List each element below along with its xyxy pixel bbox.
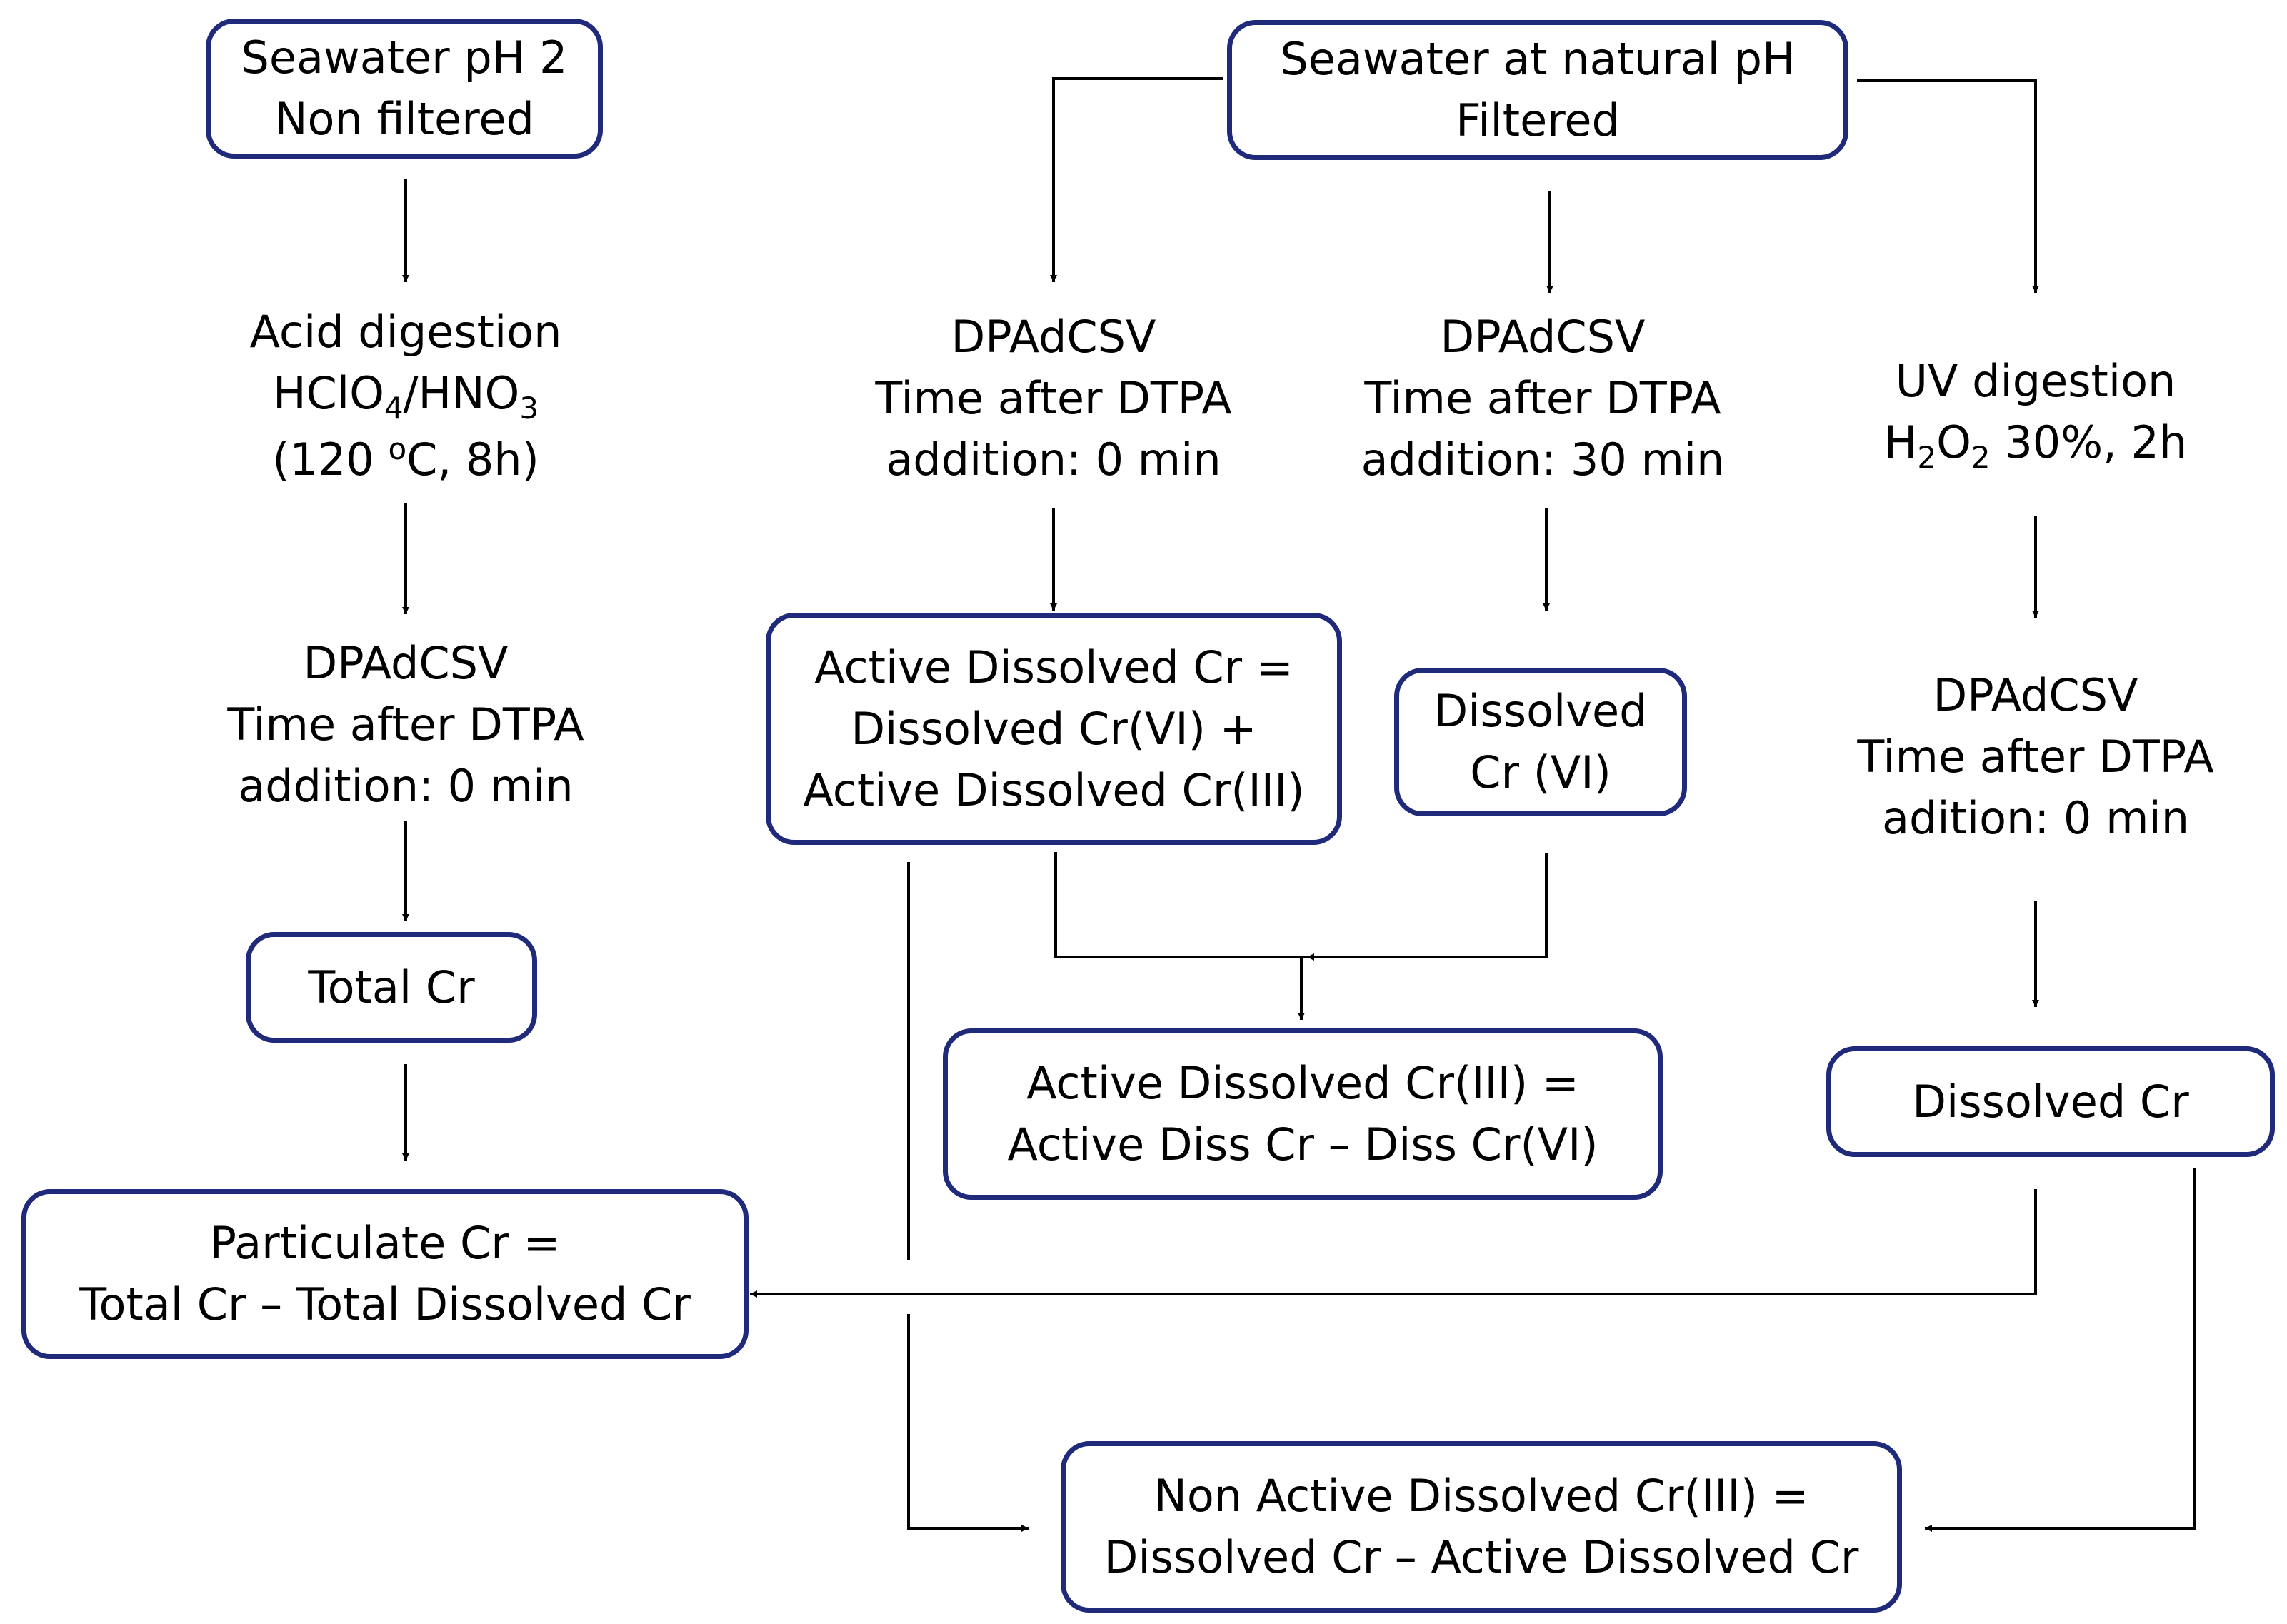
dpadcsv-0min-text: DPAdCSV Time after DTPA addition: 0 min <box>804 306 1303 491</box>
dpadcsv-30min-line-3: addition: 30 min <box>1361 433 1725 486</box>
dpadcsv-right-text: DPAdCSV Time after DTPA adition: 0 min <box>1786 664 2286 850</box>
dpadcsv-30min-text: DPAdCSV Time after DTPA addition: 30 min <box>1293 306 1793 491</box>
particulate-cr-line-2: Total Cr – Total Dissolved Cr <box>79 1278 691 1330</box>
acid-digestion-line-3: (120 oC, 8h) <box>272 429 539 496</box>
seawater-ph2-line-2: Non filtered <box>274 93 534 145</box>
dissolved-cr-vi-text: Dissolved Cr (VI) <box>1394 668 1687 816</box>
acid-digestion-line-2: HClO4/HNO3 <box>273 363 539 429</box>
dpadcsv-right-line-2: Time after DTPA <box>1857 731 2214 783</box>
particulate-cr-line-1: Particulate Cr = <box>209 1217 561 1269</box>
seawater-ph2-text: Seawater pH 2 Non filtered <box>206 19 603 159</box>
uv-digestion-o: O <box>1936 416 1971 468</box>
acid-digestion-text: Acid digestion HClO4/HNO3 (120 oC, 8h) <box>191 306 620 491</box>
seawater-natural-box <box>1227 20 1848 160</box>
seawater-natural-line-1: Seawater at natural pH <box>1280 33 1796 85</box>
total-cr-box <box>246 932 537 1043</box>
uv-digestion-text: UV digestion H2O2 30%, 2h <box>1814 350 2257 478</box>
active-dissolved-cr-iii-text: Active Dissolved Cr(III) = Active Diss C… <box>943 1028 1663 1200</box>
dpadcsv-30min-line-2: Time after DTPA <box>1364 372 1721 424</box>
dpadcsv-right-line-3: adition: 0 min <box>1881 792 2189 844</box>
non-active-dissolved-cr-iii-box <box>1061 1441 1902 1613</box>
acid-digestion-time: C, 8h) <box>406 433 539 486</box>
uv-digestion-line-1: UV digestion <box>1895 354 2176 407</box>
seawater-natural-line-2: Filtered <box>1456 94 1620 146</box>
dpadcsv-left-line-3: addition: 0 min <box>238 760 574 812</box>
active-dissolved-cr-text: Active Dissolved Cr = Dissolved Cr(VI) +… <box>766 613 1342 845</box>
uv-digestion-h: H <box>1883 416 1918 468</box>
dpadcsv-left-line-2: Time after DTPA <box>227 698 584 751</box>
uv-digestion-line-2: H2O2 30%, 2h <box>1884 412 2188 478</box>
merge-active-dissolved-cr-line <box>1054 852 1548 958</box>
non-active-dissolved-cr-iii-text: Non Active Dissolved Cr(III) = Dissolved… <box>1061 1441 1902 1613</box>
arrow-dissolved-cr-to-particulate-cr <box>750 1189 2037 1298</box>
uv-digestion-sub-o: 2 <box>1971 439 1991 475</box>
dissolved-cr-vi-box <box>1394 668 1687 816</box>
seawater-ph2-box <box>206 19 603 159</box>
active-dissolved-cr-line-1: Active Dissolved Cr = <box>814 641 1293 693</box>
dpadcsv-left-line-1: DPAdCSV <box>303 637 509 689</box>
acid-digestion-degree: o <box>388 431 407 466</box>
non-active-dissolved-cr-iii-line-1: Non Active Dissolved Cr(III) = <box>1153 1470 1809 1522</box>
dissolved-cr-vi-line-2: Cr (VI) <box>1470 746 1611 798</box>
dpadcsv-0min-line-1: DPAdCSV <box>951 311 1156 363</box>
dissolved-cr-text: Dissolved Cr <box>1826 1046 2275 1157</box>
acid-digestion-sub-3: 3 <box>519 391 539 426</box>
active-dissolved-cr-line-2: Dissolved Cr(VI) + <box>851 702 1257 755</box>
seawater-natural-text: Seawater at natural pH Filtered <box>1227 20 1848 160</box>
active-dissolved-cr-iii-line-1: Active Dissolved Cr(III) = <box>1026 1057 1579 1109</box>
dpadcsv-0min-line-3: addition: 0 min <box>886 433 1221 486</box>
uv-digestion-conditions: 30%, 2h <box>1990 416 2188 468</box>
dissolved-cr-vi-line-1: Dissolved <box>1433 685 1648 737</box>
dpadcsv-left-text: DPAdCSV Time after DTPA addition: 0 min <box>156 632 656 818</box>
active-dissolved-cr-iii-box <box>943 1028 1663 1200</box>
arrow-seawater-natural-to-uv-digestion <box>1857 79 2039 293</box>
total-cr-text: Total Cr <box>246 932 537 1043</box>
non-active-dissolved-cr-iii-line-2: Dissolved Cr – Active Dissolved Cr <box>1104 1531 1859 1583</box>
dissolved-cr-box <box>1826 1046 2275 1157</box>
dpadcsv-30min-line-1: DPAdCSV <box>1440 311 1646 363</box>
acid-digestion-temp: (120 <box>272 433 389 486</box>
uv-digestion-sub-h: 2 <box>1917 439 1937 475</box>
dpadcsv-0min-line-2: Time after DTPA <box>875 372 1232 424</box>
acid-digestion-sub-4: 4 <box>384 391 404 426</box>
arrow-seawater-natural-to-dpadcsv-0min <box>1050 77 1223 282</box>
active-dissolved-cr-iii-line-2: Active Diss Cr – Diss Cr(VI) <box>1007 1118 1598 1171</box>
active-dissolved-cr-line-3: Active Dissolved Cr(III) <box>803 763 1305 816</box>
acid-digestion-line-1: Acid digestion <box>249 306 562 358</box>
particulate-cr-box <box>21 1189 749 1359</box>
acid-digestion-hclo: HClO <box>272 367 384 419</box>
total-cr-line-1: Total Cr <box>308 961 475 1013</box>
arrow-dissolved-cr-to-non-active <box>1925 1168 2196 1532</box>
dissolved-cr-line-1: Dissolved Cr <box>1912 1075 2189 1128</box>
arrow-active-dissolved-cr-to-non-active <box>907 1314 1029 1532</box>
acid-digestion-hno: /HNO <box>403 367 520 419</box>
particulate-cr-text: Particulate Cr = Total Cr – Total Dissol… <box>21 1189 749 1359</box>
seawater-ph2-line-1: Seawater pH 2 <box>241 31 568 84</box>
active-dissolved-cr-box <box>766 613 1342 845</box>
dpadcsv-right-line-1: DPAdCSV <box>1933 669 2138 721</box>
